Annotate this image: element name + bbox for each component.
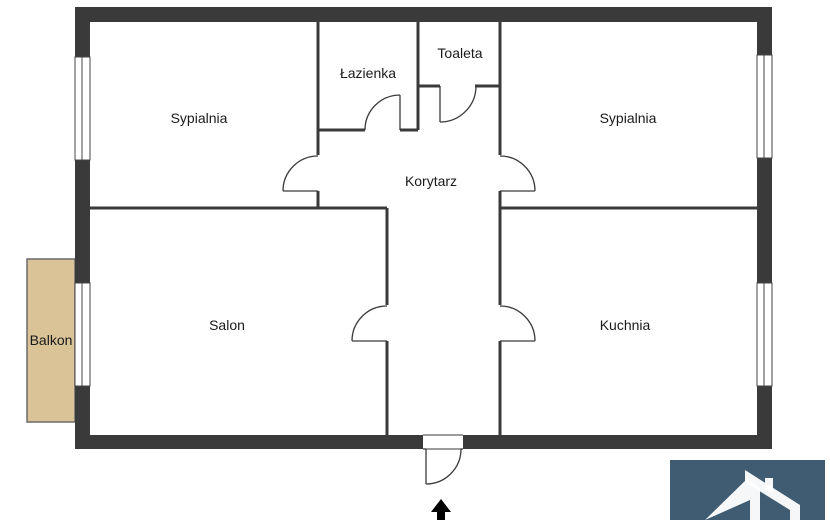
room-label-bedroom-left: Sypialnia — [171, 110, 228, 126]
room-label-kitchen: Kuchnia — [600, 317, 651, 333]
room-label-hallway: Korytarz — [405, 173, 457, 189]
window-left-top — [74, 56, 91, 161]
window-right-bottom — [756, 282, 773, 387]
entrance-opening — [423, 435, 463, 449]
interior-walls — [90, 22, 757, 435]
room-label-bathroom: Łazienka — [340, 65, 396, 81]
room-label-bedroom-right: Sypialnia — [600, 110, 657, 126]
door-bathroom — [364, 94, 401, 131]
room-label-living-room: Salon — [209, 317, 245, 333]
windows — [74, 54, 773, 387]
room-label-balcony: Balkon — [30, 332, 73, 348]
outer-walls — [75, 7, 772, 449]
window-left-bottom — [74, 282, 91, 387]
door-toilet — [439, 85, 477, 123]
door-bedroom-left — [282, 155, 319, 192]
agency-logo-icon — [670, 460, 825, 520]
window-right-top — [756, 54, 773, 159]
door-openings — [315, 84, 503, 341]
door-kitchen — [499, 305, 536, 342]
entrance-arrow-icon — [431, 499, 451, 520]
balcony-area — [26, 258, 76, 423]
door-bedroom-right — [499, 155, 536, 192]
room-label-toilet: Toaleta — [437, 45, 482, 61]
door-entrance — [423, 448, 463, 485]
door-swings — [282, 85, 536, 485]
door-living-room — [351, 305, 388, 342]
